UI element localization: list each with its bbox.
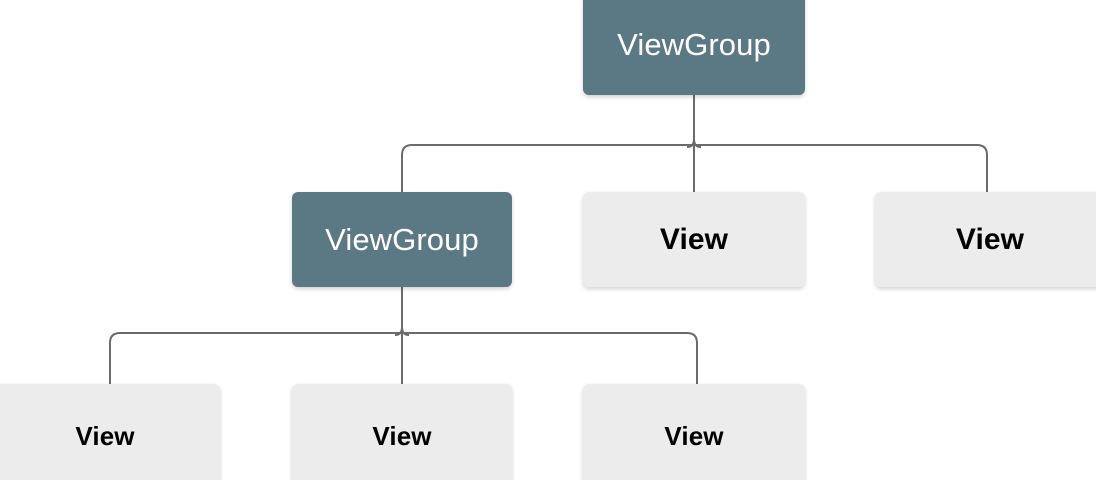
node-label: View: [75, 421, 135, 451]
node-label: View: [659, 222, 729, 256]
node-label: ViewGroup: [325, 222, 479, 257]
node-view-l2-c[interactable]: View: [583, 384, 805, 480]
node-label: View: [664, 421, 724, 451]
node-viewgroup-l1-a[interactable]: ViewGroup: [292, 192, 512, 287]
node-label: View: [955, 222, 1025, 256]
connector-edge-root-to-l1-a: [401, 144, 694, 192]
node-view-l1-c[interactable]: View: [875, 192, 1096, 287]
node-view-l2-b[interactable]: View: [292, 384, 512, 480]
junction-level-1: [686, 138, 702, 148]
junction-level-2: [394, 326, 410, 336]
node-viewgroup-root[interactable]: ViewGroup: [583, 0, 805, 95]
node-label: View: [372, 421, 432, 451]
node-view-l1-b[interactable]: View: [583, 192, 805, 287]
node-label: ViewGroup: [617, 27, 771, 62]
connector-edge-root-to-l1-c: [694, 144, 988, 192]
node-view-l2-a[interactable]: View: [0, 384, 220, 480]
connector-edge-l1-a-to-l2-c: [402, 332, 698, 384]
connector-edge-l1-a-to-l2-a: [109, 332, 402, 384]
